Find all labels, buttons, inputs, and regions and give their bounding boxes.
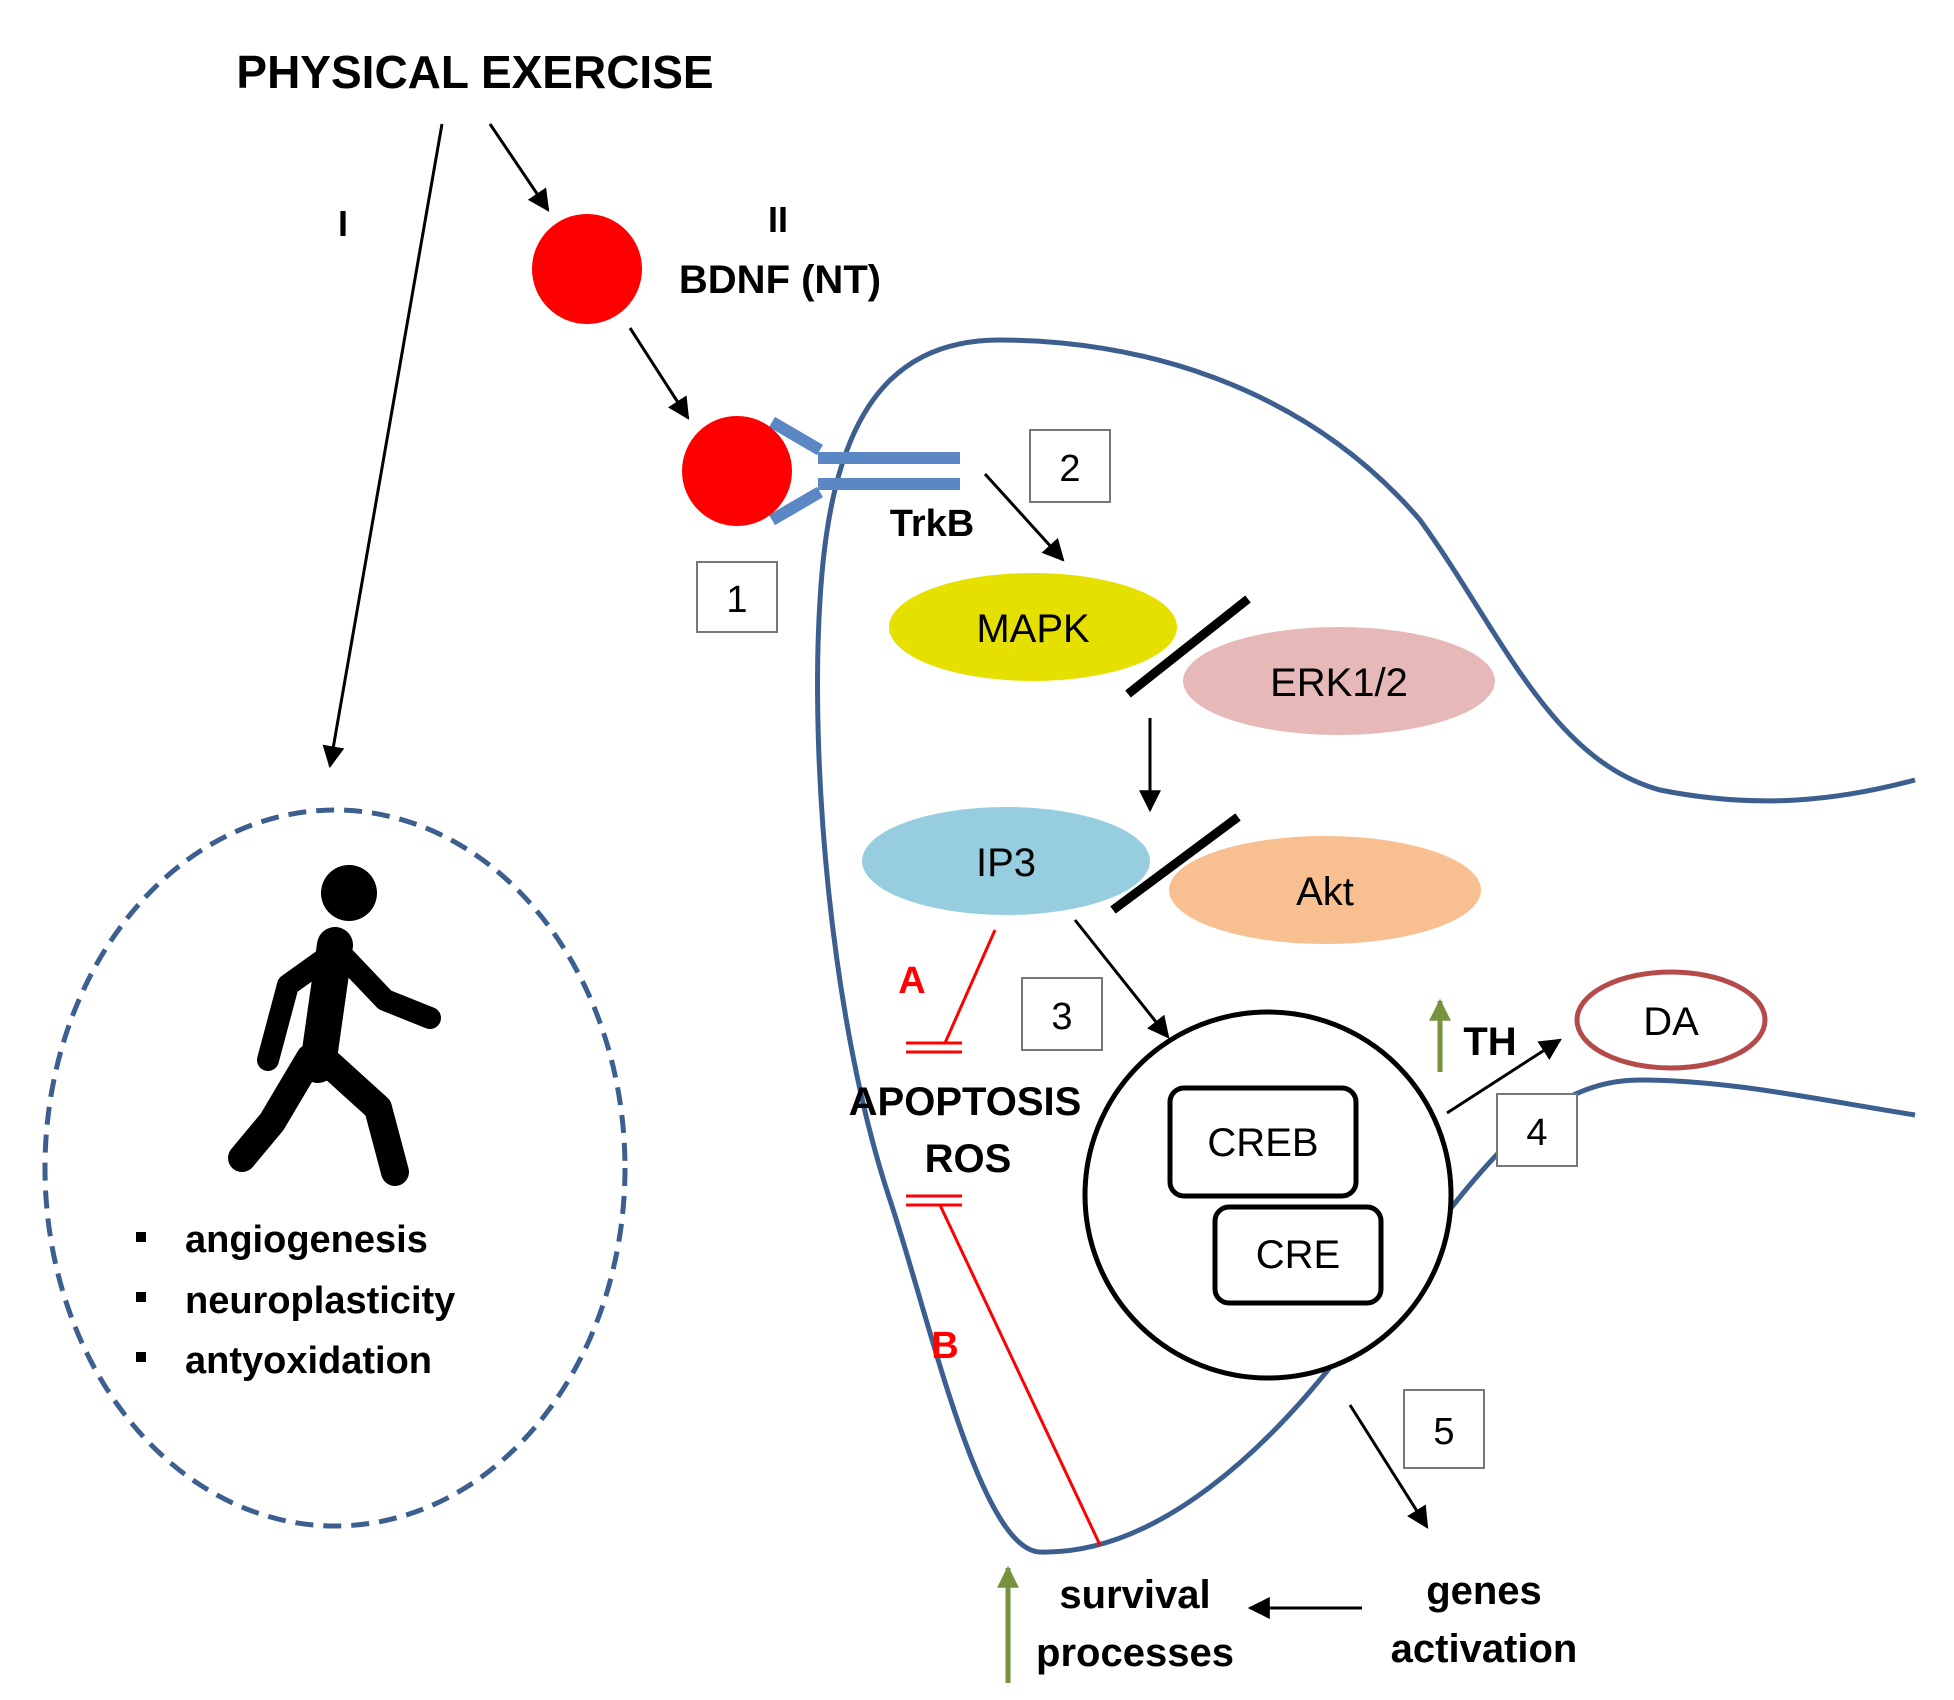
arrow-exercise-to-bdnf [488, 123, 550, 212]
bdnf-molecule-bound [682, 416, 792, 526]
arrow-nucleus-to-genes [1348, 1404, 1429, 1529]
title: PHYSICAL EXERCISE [236, 46, 713, 98]
erk-label: ERK1/2 [1270, 661, 1408, 705]
step-box-2 [1029, 429, 1111, 503]
step-number-2: 2 [1059, 448, 1080, 490]
arrow-receptor-to-mapk [983, 472, 1065, 562]
akt-label: Akt [1296, 870, 1354, 914]
inhibition-line-b [938, 1204, 1102, 1546]
cre-box [1212, 1204, 1384, 1306]
step-box-5 [1403, 1389, 1485, 1469]
arrow-ip3-to-nucleus [1073, 919, 1170, 1039]
walking-person-icon [228, 865, 441, 1186]
erk-node [1183, 627, 1495, 735]
survival-label-line1: survival [1059, 1573, 1210, 1617]
square-bullet-icon-1 [136, 1232, 146, 1242]
benefit-item-1: angiogenesis [185, 1219, 428, 1261]
arrow-nucleus-to-da [1446, 1038, 1562, 1115]
receptor-label: TrkB [890, 503, 974, 545]
arrow-bdnf-to-receptor [628, 327, 690, 420]
cell-membrane [815, 337, 1916, 1555]
mapk-label: MAPK [976, 607, 1090, 651]
ip3-label: IP3 [976, 841, 1036, 885]
benefits-ellipse [42, 807, 628, 1529]
step-box-4 [1496, 1093, 1578, 1167]
akt-node [1169, 836, 1481, 944]
genes-label-line1: genes [1426, 1569, 1542, 1613]
step-number-5: 5 [1433, 1411, 1454, 1453]
benefit-item-2: neuroplasticity [185, 1280, 455, 1322]
benefit-item-3: antyoxidation [185, 1340, 432, 1382]
genes-label-line2: activation [1391, 1627, 1578, 1671]
inhibition-line-a [943, 929, 997, 1044]
inhibition-label-b: B [931, 1325, 958, 1367]
da-label: DA [1643, 1000, 1699, 1044]
step-number-1: 1 [726, 579, 747, 621]
ip3-node [862, 807, 1150, 915]
bdnf-molecule-free [532, 214, 642, 324]
cre-label: CRE [1256, 1233, 1340, 1277]
survival-label-line2: processes [1036, 1631, 1234, 1675]
step-box-3 [1021, 977, 1103, 1051]
pathway-label-i: I [338, 203, 348, 244]
trkb-receptor [768, 416, 960, 526]
step-box-1 [696, 561, 778, 633]
mapk-node [889, 573, 1177, 681]
creb-box [1167, 1085, 1359, 1199]
square-bullet-icon-2 [136, 1292, 146, 1302]
pathway-label-ii: II [768, 199, 788, 240]
th-label: TH [1463, 1020, 1516, 1064]
bdnf-label: BDNF (NT) [679, 258, 881, 302]
arrow-exercise-to-benefits [322, 123, 444, 769]
complex-bar-mapk-erk [1125, 595, 1251, 698]
da-node [1574, 969, 1768, 1071]
complex-bar-ip3-akt [1110, 813, 1241, 914]
square-bullet-icon-3 [136, 1352, 146, 1362]
apoptosis-label: APOPTOSIS [849, 1080, 1082, 1124]
ros-label: ROS [925, 1137, 1012, 1181]
step-number-3: 3 [1051, 996, 1072, 1038]
inhibition-label-a: A [898, 960, 925, 1002]
creb-label: CREB [1207, 1121, 1318, 1165]
step-number-4: 4 [1526, 1112, 1547, 1154]
